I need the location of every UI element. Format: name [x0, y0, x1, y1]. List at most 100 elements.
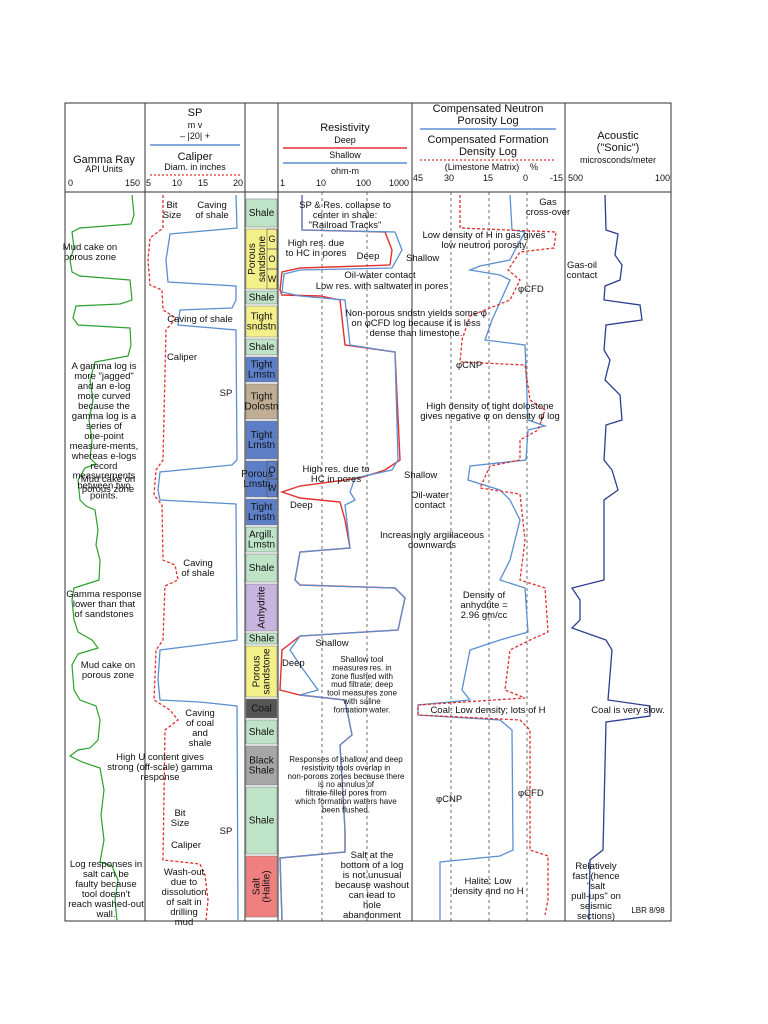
- neutron-porosity-curve: [417, 194, 548, 920]
- caliper-scale-20: 20: [233, 178, 243, 188]
- acoustic-annotation-4: LBR 8/98: [631, 906, 665, 915]
- caliper-scale-5: 5: [146, 178, 151, 188]
- resistivity-units: ohm-m: [331, 166, 359, 176]
- lithology-block: [245, 356, 278, 383]
- np-scale-30: 30: [444, 173, 454, 183]
- resistivity-header: Resistivity Deep Shallow ohm-m 1 10 100 …: [280, 122, 409, 188]
- acoustic-title-2: ("Sonic"): [597, 142, 640, 154]
- density-title-1: Compensated Formation: [427, 134, 548, 146]
- caliper-title: Caliper: [178, 151, 213, 163]
- res-annotation-5: Oil-water contact: [344, 270, 416, 281]
- acoustic-header: Acoustic ("Sonic") microsconds/meter 500…: [568, 130, 670, 183]
- lithology-label: Shale: [249, 634, 275, 645]
- lithology-block: [245, 698, 278, 719]
- lithology-label: Poroussandstone: [247, 235, 268, 282]
- caliper-annotation-9: Caliper: [171, 840, 201, 851]
- res-scale-1: 1: [280, 178, 285, 188]
- neutron-title-1: Compensated Neutron: [433, 103, 544, 115]
- lithology-label: Anhydrite: [257, 586, 268, 629]
- lithology-block: [245, 526, 278, 553]
- lithology-label: Shale: [249, 342, 275, 353]
- resistivity-deep: Deep: [334, 135, 356, 145]
- res-annotation-6: Low res. with saltwater in pores: [316, 281, 449, 292]
- sp-units: m v: [188, 120, 203, 130]
- lithology-label: Poroussandstone: [252, 648, 273, 695]
- np-scale-45: 45: [413, 173, 423, 183]
- lithology-label: Shale: [249, 293, 275, 304]
- fluid-label: W: [268, 483, 277, 493]
- density-porosity-curve: [417, 195, 557, 916]
- gamma-ray-curve: [68, 194, 135, 921]
- acoustic-scale-100: 100: [655, 173, 670, 183]
- lithology-block: [245, 719, 278, 745]
- gamma-scale-min: 0: [68, 178, 73, 188]
- caliper-units: Diam. in inches: [164, 162, 226, 172]
- density-matrix: (Limestone Matrix): [445, 162, 520, 172]
- lithology-label: Shale: [249, 563, 275, 574]
- lithology-block: [245, 498, 278, 526]
- resistivity-title: Resistivity: [320, 122, 370, 134]
- gamma-header: Gamma Ray API Units 0 150: [68, 154, 140, 188]
- res-annotation-8: Shallow: [404, 470, 437, 481]
- fluid-box: [266, 268, 278, 290]
- res-annotation-12: Shallow: [315, 638, 348, 649]
- caliper-annotation-4: Caliper: [167, 352, 197, 363]
- np-annotation-9: φCNP: [436, 794, 462, 805]
- res-annotation-3: Deep: [357, 251, 380, 262]
- lithology-block: [245, 290, 278, 305]
- lithology-label: Salt(Halite): [252, 870, 273, 902]
- frame: [64, 102, 672, 922]
- np-scale-0: 0: [523, 173, 528, 183]
- res-annotation-4: Shallow: [406, 253, 439, 264]
- sp-curve: [157, 194, 239, 921]
- lithology-block: [245, 553, 278, 583]
- lithology-block: [245, 645, 278, 698]
- res-annotation-13: Deep: [282, 658, 305, 669]
- lithology-label: Argill.Lmstn: [248, 530, 275, 551]
- fluid-box: [266, 478, 278, 498]
- lithology-label: Shale: [249, 727, 275, 738]
- lithology-block: [245, 855, 278, 918]
- density-title-2: Density Log: [459, 146, 517, 158]
- np-scale-15: 15: [483, 173, 493, 183]
- np-annotation-10: φCFD: [518, 788, 544, 799]
- log-curves: [68, 194, 651, 921]
- lithology-block: [245, 338, 278, 356]
- shallow-resistivity-curve: [279, 195, 406, 921]
- gamma-scale-max: 150: [125, 178, 140, 188]
- lithology-block: [245, 305, 278, 338]
- lithology-label: Shale: [249, 208, 275, 219]
- lithology-block: [245, 632, 278, 645]
- resistivity-shallow: Shallow: [329, 150, 361, 160]
- acoustic-scale-500: 500: [568, 173, 583, 183]
- neutron-density-header: Compensated Neutron Porosity Log Compens…: [413, 103, 563, 183]
- lithology-block: [245, 228, 278, 290]
